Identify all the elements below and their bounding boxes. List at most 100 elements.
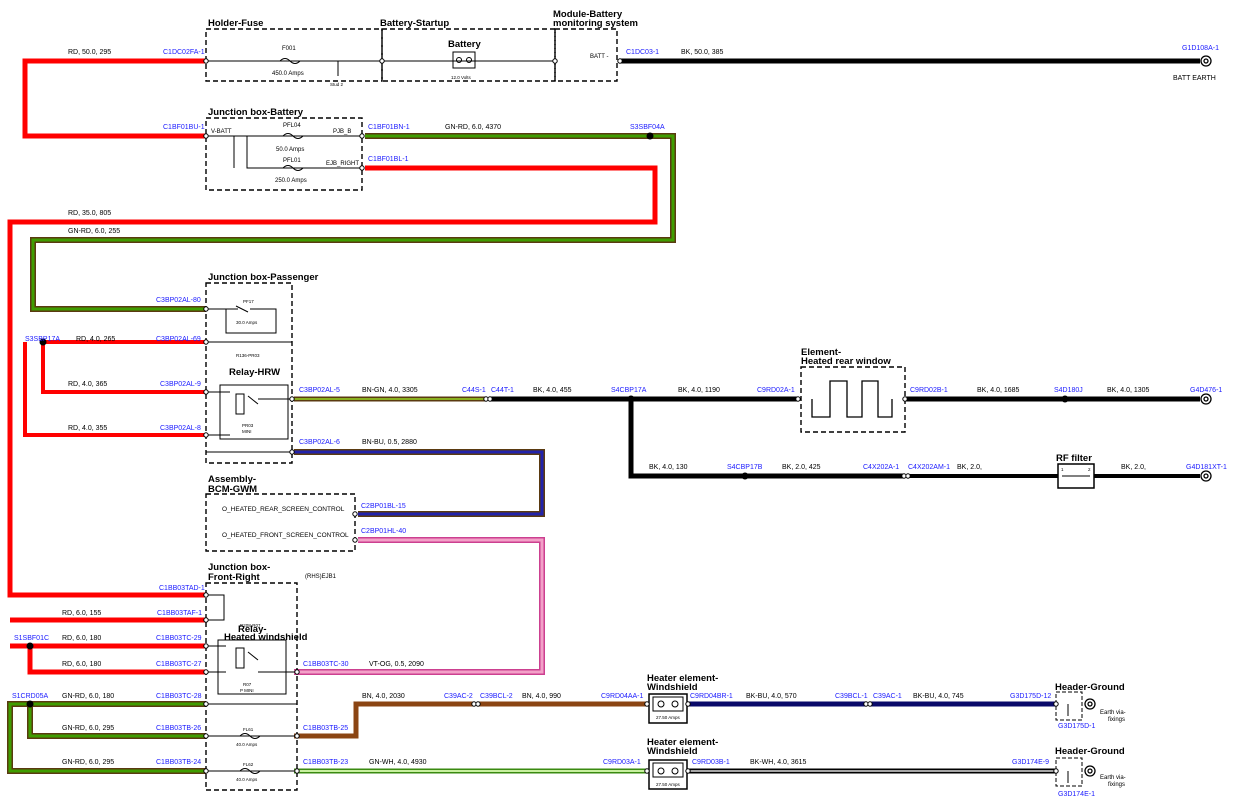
- wlabel-w6: RD, 4.0, 265: [76, 336, 115, 343]
- conn-c2bp01hl[interactable]: C2BP01HL-40: [361, 528, 406, 535]
- conn-s4cbp17b[interactable]: S4CBP17B: [727, 464, 763, 471]
- wlabel-w19: RD, 6.0, 155: [62, 610, 101, 617]
- title-rf-filter: RF filter: [1056, 453, 1092, 464]
- title-relay-hw-2: Heated windshield: [224, 632, 308, 643]
- box-jb-battery[interactable]: [205, 117, 363, 191]
- conn-c1bb03tc29[interactable]: C1BB03TC-29: [156, 635, 202, 642]
- conn-s1crd05a[interactable]: S1CRD05A: [12, 693, 49, 700]
- wire-rd-4-365[interactable]: [41, 342, 206, 394]
- conn-c3bp02al5[interactable]: C3BP02AL-5: [299, 387, 340, 394]
- conn-c1bf01bl[interactable]: C1BF01BL-1: [368, 156, 409, 163]
- box-bcm[interactable]: [205, 493, 356, 552]
- conn-c9rd04aa[interactable]: C9RD04AA-1: [601, 693, 644, 700]
- label-pf17-amps: 30.0 Amps: [236, 320, 258, 325]
- conn-s4d180j[interactable]: S4D180J: [1054, 387, 1083, 394]
- box-module-battery[interactable]: [554, 28, 618, 82]
- conn-c39ac1[interactable]: C39AC-1: [873, 693, 902, 700]
- title-jb-battery: Junction box-Battery: [208, 107, 304, 118]
- conn-c1bb03tb23[interactable]: C1BB03TB-23: [303, 759, 348, 766]
- conn-c1bb03tb25[interactable]: C1BB03TB-25: [303, 725, 348, 732]
- conn-g4d476[interactable]: G4D476-1: [1190, 387, 1222, 394]
- box-battery-startup[interactable]: [381, 28, 556, 82]
- conn-c39bcl2[interactable]: C39BCL-2: [480, 693, 513, 700]
- conn-c4x202a[interactable]: C4X202A-1: [863, 464, 899, 471]
- label-rf-pin1: 1: [1061, 467, 1064, 472]
- conn-c1bf01bu[interactable]: C1BF01BU-1: [163, 124, 205, 131]
- wlabel-w10: BK, 4.0, 455: [533, 387, 572, 394]
- wires: [7, 58, 1200, 774]
- conn-c3bp02al8[interactable]: C3BP02AL-8: [160, 425, 201, 432]
- box-element-hrw[interactable]: [800, 366, 906, 433]
- wlabel-w20: RD, 6.0, 180: [62, 635, 101, 642]
- wire-rd-6-180b[interactable]: [27, 646, 206, 675]
- wire-rd-50[interactable]: [22, 58, 206, 139]
- conn-gnd2[interactable]: G3D174E-1: [1058, 791, 1095, 798]
- label-rhs-ejb: (RHS)EJB1: [305, 574, 337, 580]
- conn-c3bp02al6[interactable]: C3BP02AL-6: [299, 439, 340, 446]
- conn-c1bb03tb24[interactable]: C1BB03TB-24: [156, 759, 201, 766]
- conn-c2bp01bl[interactable]: C2BP01BL-15: [361, 503, 406, 510]
- conn-c1dc03[interactable]: C1DC03-1: [626, 49, 659, 56]
- conn-g3d174e[interactable]: G3D174E-9: [1012, 759, 1049, 766]
- conn-c1bb03tb26[interactable]: C1BB03TB-26: [156, 725, 201, 732]
- box-jb-passenger[interactable]: [205, 282, 293, 464]
- conn-c4x202am[interactable]: C4X202AM-1: [908, 464, 950, 471]
- label-pr03: PR03: [242, 423, 254, 428]
- conn-c44s[interactable]: C44S-1: [462, 387, 486, 394]
- conn-c9rd04br[interactable]: C9RD04BR-1: [690, 693, 733, 700]
- conn-c3bp02al80[interactable]: C3BP02AL-80: [156, 297, 201, 304]
- conn-c1bb03ta[interactable]: C1BB03TAD-1: [159, 585, 205, 592]
- conn-c9rd02b[interactable]: C9RD02B-1: [910, 387, 948, 394]
- conn-s4cbp17a[interactable]: S4CBP17A: [611, 387, 647, 394]
- conn-c1bb03tc27[interactable]: C1BB03TC-27: [156, 661, 202, 668]
- label-earth-1: Earth via-: [1100, 710, 1126, 716]
- conn-c39ac2[interactable]: C39AC-2: [444, 693, 473, 700]
- wlabel-w26: BK-BU, 4.0, 570: [746, 693, 797, 700]
- wire-rd-35[interactable]: [7, 165, 658, 598]
- conn-s1sbf01c[interactable]: S1SBF01C: [14, 635, 49, 642]
- conn-s3sbp17a[interactable]: S3SBP17A: [25, 336, 60, 343]
- conn-c3bp02al9[interactable]: C3BP02AL-9: [160, 381, 201, 388]
- wire-bn-2030[interactable]: [294, 701, 474, 739]
- label-pfl01: PFL01: [283, 158, 301, 164]
- title-bcm-2: BCM-GWM: [208, 484, 257, 495]
- conn-c3bp02al69[interactable]: C3BP02AL-69: [156, 336, 201, 343]
- wire-rd-4-355[interactable]: [23, 342, 206, 437]
- conn-c39bcl1[interactable]: C39BCL-1: [835, 693, 868, 700]
- conn-s3sbf04a[interactable]: S3SBF04A: [630, 124, 665, 131]
- wlabel-w21: RD, 6.0, 180: [62, 661, 101, 668]
- conn-c44t[interactable]: C44T-1: [491, 387, 514, 394]
- label-batt-earth: BATT EARTH: [1173, 75, 1216, 82]
- label-f001-amps: 450.0 Amps: [272, 71, 304, 77]
- box-titles: Holder-Fuse Battery-Startup Module-Batte…: [208, 9, 1125, 757]
- wire-vt-og[interactable]: [294, 537, 545, 675]
- title-jb-front-1: Junction box-: [208, 562, 270, 573]
- wlabel-w22: VT-OG, 0.5, 2090: [369, 661, 424, 668]
- conn-c1bb03taf[interactable]: C1BB03TAF-1: [157, 610, 202, 617]
- conn-c1bf01bn[interactable]: C1BF01BN-1: [368, 124, 410, 131]
- conn-g1d108a[interactable]: G1D108A-1: [1182, 45, 1219, 52]
- title-header-ground-1: Header-Ground: [1055, 682, 1125, 693]
- conn-c1bb03tc28[interactable]: C1BB03TC-28: [156, 693, 202, 700]
- wlabel-w4: RD, 35.0, 805: [68, 210, 111, 217]
- label-r07-type: P MINI: [240, 688, 254, 693]
- conn-c9rd03b[interactable]: C9RD03B-1: [692, 759, 730, 766]
- wire-bn-bu[interactable]: [294, 449, 545, 517]
- wire-bk-rf[interactable]: [628, 399, 904, 479]
- label-heater-amps-2: 27.50 Amps: [656, 782, 681, 787]
- title-module-battery-2: monitoring system: [553, 18, 638, 29]
- conn-gnd1[interactable]: G3D175D-1: [1058, 723, 1095, 730]
- label-pf17: PF17: [243, 299, 254, 304]
- conn-c1dc02fa[interactable]: C1DC02FA-1: [163, 49, 205, 56]
- conn-g4d181xt[interactable]: G4D181XT-1: [1186, 464, 1227, 471]
- label-earth-2: Earth via-: [1100, 775, 1126, 781]
- title-module-battery-1: Module-Battery: [553, 9, 623, 20]
- label-ejb-right: EJB_RIGHT: [326, 161, 359, 167]
- conn-c9rd03a[interactable]: C9RD03A-1: [603, 759, 641, 766]
- conn-g3d175d[interactable]: G3D175D-12: [1010, 693, 1051, 700]
- wlabel-w1: RD, 50.0, 295: [68, 49, 111, 56]
- box-jb-front-right[interactable]: [205, 582, 298, 791]
- conn-c9rd02a[interactable]: C9RD02A-1: [757, 387, 795, 394]
- conn-c1bb03tc30[interactable]: C1BB03TC-30: [303, 661, 349, 668]
